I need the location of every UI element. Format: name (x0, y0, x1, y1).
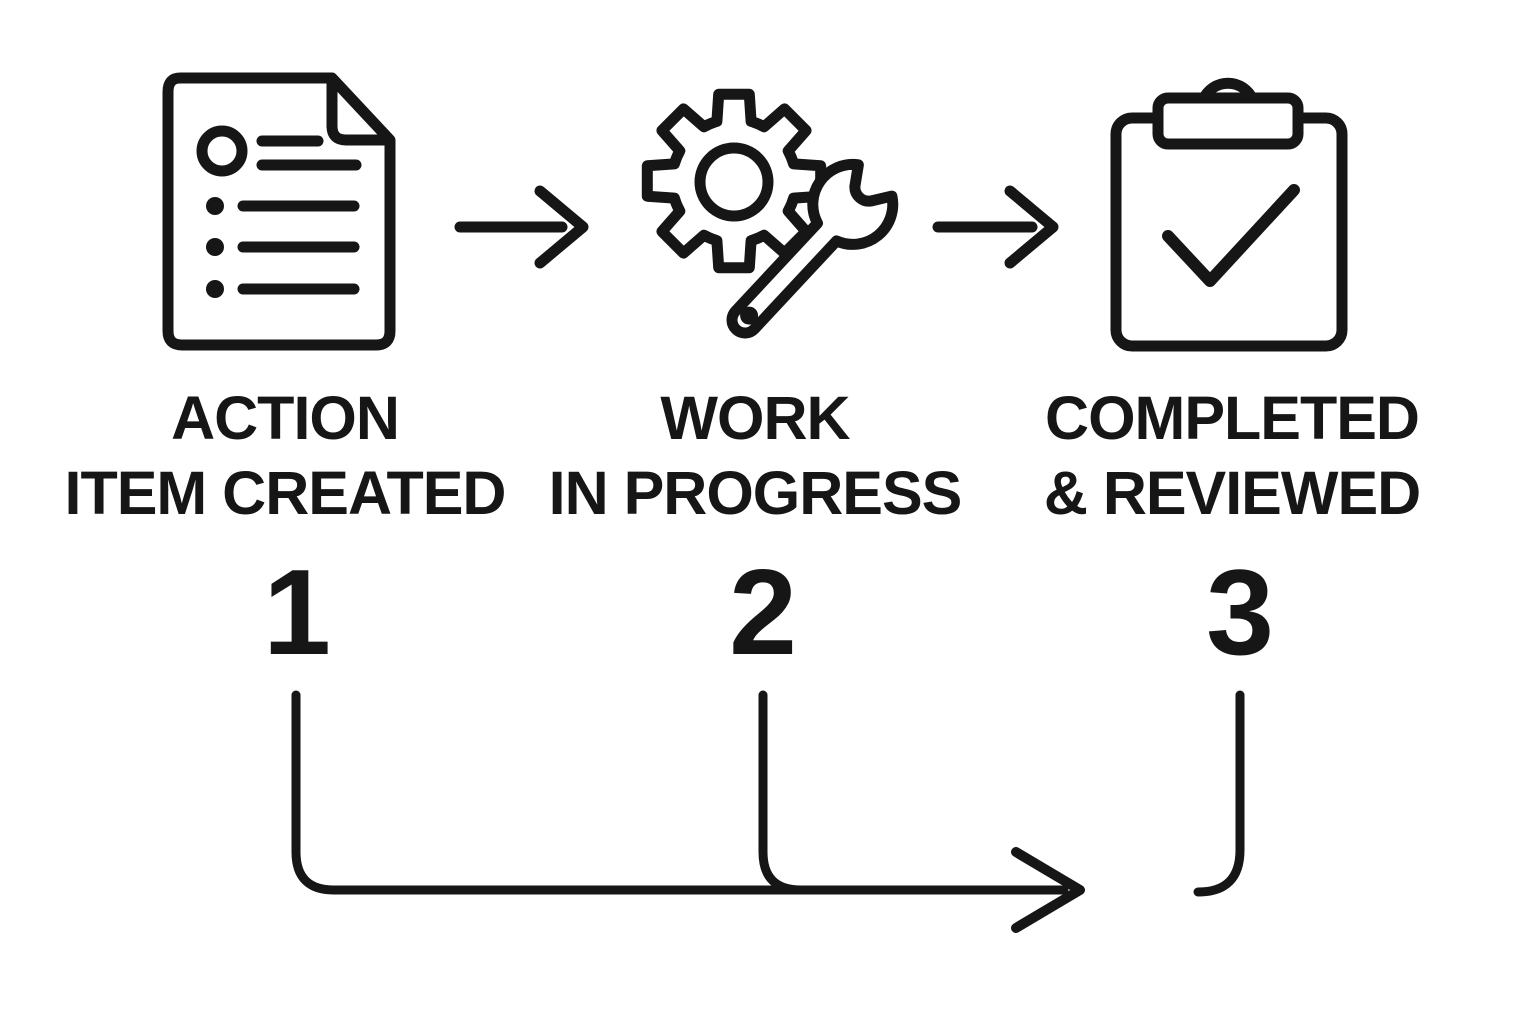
flow-line-step2 (758, 690, 806, 895)
arrow-right-icon (454, 185, 589, 269)
arrow-right-icon (932, 185, 1059, 269)
clipboard-check-icon (1110, 77, 1348, 352)
step3-label-line1: COMPLETED (1045, 384, 1420, 452)
document-list-icon (162, 72, 396, 351)
flow-line-step3 (1193, 690, 1245, 897)
step3-number: 3 (1206, 544, 1274, 680)
flow-line-step1 (291, 690, 1069, 895)
step2-number: 2 (729, 544, 797, 680)
step1-number: 1 (263, 544, 331, 680)
flow-merge-connector (291, 690, 1245, 933)
flow-arrowhead-icon (1011, 847, 1085, 933)
step2-label-line2: IN PROGRESS (548, 459, 963, 527)
step1-label-line1: ACTION (171, 384, 400, 452)
step3-label-line2: & REVIEWED (1043, 459, 1421, 527)
step2-label: WORK IN PROGRESS (495, 381, 1015, 531)
step3-label: COMPLETED & REVIEWED (972, 381, 1492, 531)
gear-wrench-icon (641, 88, 899, 339)
step1-label: ACTION ITEM CREATED (25, 381, 545, 531)
step2-label-line1: WORK (660, 384, 850, 452)
step1-label-line2: ITEM CREATED (64, 459, 507, 527)
